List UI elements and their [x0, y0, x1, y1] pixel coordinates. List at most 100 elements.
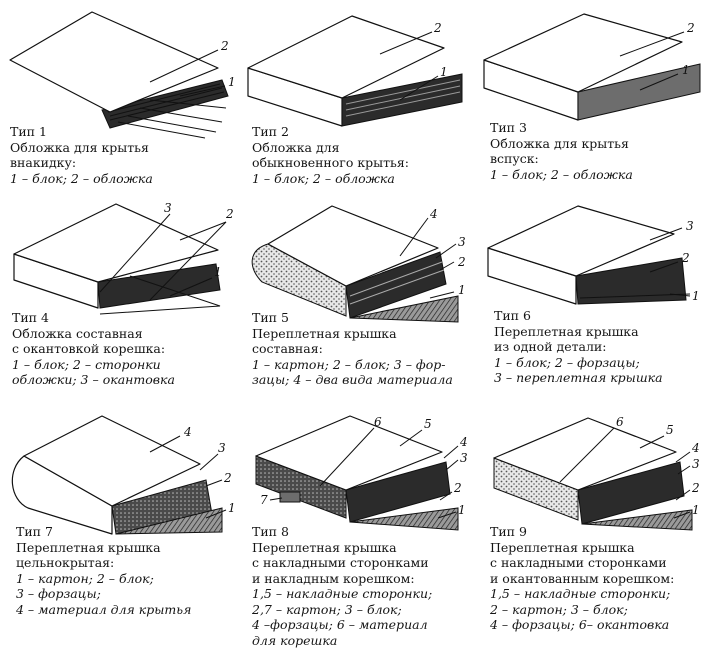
side-5	[493, 417, 677, 491]
leader-2a	[149, 221, 227, 301]
caption-line: внакидку:	[10, 155, 77, 170]
caption-legend: 3 – форзацы;	[16, 586, 101, 601]
caption-line: Переплетная крышка	[252, 325, 397, 341]
caption-line: с накладными сторонками	[490, 555, 667, 570]
figure-type-4: 3 2 1	[13, 201, 234, 315]
caption-title: Тип 1	[10, 124, 47, 139]
caption-line: составная:	[252, 341, 323, 356]
figure-type-3: 2 1	[483, 13, 701, 121]
leader-3	[99, 213, 171, 293]
side-5	[255, 415, 443, 491]
board-2	[581, 509, 693, 531]
open-cover	[99, 275, 221, 315]
callout-3: 3	[458, 235, 466, 249]
caption-line: с окантовкой корешка:	[12, 341, 166, 356]
cover-sides-2	[13, 203, 219, 283]
leader-2	[379, 31, 433, 55]
caption-legend: 1,5 – накладные сторонки;	[252, 586, 433, 601]
caption-line: Обложка для крытья	[10, 139, 149, 155]
callout-2: 2	[453, 481, 462, 495]
leader-2	[205, 479, 223, 487]
callout-6: 6	[374, 415, 382, 429]
caption-line: Переплетная крышка	[16, 539, 161, 555]
leader-2b	[179, 221, 227, 241]
callout-2: 2	[457, 255, 466, 269]
callout-5: 5	[424, 417, 432, 431]
leader-3	[435, 243, 457, 259]
leader-4	[443, 445, 459, 459]
callout-1: 1	[458, 283, 466, 297]
leader-4	[675, 451, 691, 463]
caption-line: с накладными сторонками	[252, 555, 429, 570]
cover-2	[247, 15, 445, 99]
leader-4	[149, 435, 181, 453]
caption-type-6: Тип 6 Переплетная крышка из одной детали…	[494, 308, 663, 386]
caption-title: Тип 4	[12, 310, 49, 325]
caption-legend: 1 – блок; 2 – сторонки	[12, 356, 161, 372]
leader-1	[669, 293, 691, 297]
callout-1: 1	[692, 289, 700, 303]
leader-2	[149, 49, 219, 83]
loose-pages	[117, 99, 227, 139]
caption-legend: обложки; 3 – окантовка	[12, 372, 175, 387]
leader-3	[649, 227, 683, 241]
caption-legend: зацы; 4 – два вида материала	[252, 372, 453, 387]
leader-1	[179, 85, 226, 97]
caption-legend: 4 – материал для крытья	[16, 601, 192, 617]
figure-type-2: 2 1	[247, 15, 463, 127]
leader-1	[437, 511, 457, 519]
caption-legend: 1,5 – накладные сторонки;	[490, 586, 671, 601]
callout-6: 6	[616, 415, 624, 429]
leader-1	[399, 75, 439, 101]
leader-2	[649, 261, 679, 273]
leader-3	[199, 453, 219, 471]
spine-cover-4	[11, 455, 113, 535]
caption-line: и накладным корешком:	[252, 570, 415, 586]
callout-4: 4	[691, 441, 700, 455]
caption-legend: 1 – картон; 2 – блок; 3 – фор-	[252, 356, 446, 372]
caption-title: Тип 6	[494, 308, 531, 323]
caption-type-9: Тип 9 Переплетная крышка с накладными ст…	[490, 524, 674, 633]
board-2	[349, 507, 459, 531]
caption-line: Переплетная крышка	[252, 539, 397, 555]
caption-legend: 4 – форзацы; 6– окантовка	[490, 617, 670, 632]
caption-line: и окантованным корешком:	[490, 570, 675, 586]
cover-material-4	[23, 415, 201, 507]
caption-legend: 1 – блок; 2 – форзацы;	[494, 354, 640, 370]
caption-title: Тип 3	[490, 120, 527, 135]
callout-2: 2	[223, 471, 232, 485]
callout-2: 2	[681, 251, 690, 265]
leader-1	[673, 511, 691, 519]
leader-2	[439, 491, 453, 501]
callout-5: 5	[666, 423, 674, 437]
block-3	[345, 461, 451, 523]
leader-1	[639, 73, 679, 91]
leader-6	[559, 427, 615, 483]
callout-3: 3	[686, 219, 694, 233]
caption-line: Переплетная крышка	[494, 323, 639, 339]
board-7	[279, 491, 301, 503]
callout-4: 4	[459, 435, 468, 449]
callout-1: 1	[692, 503, 700, 517]
leader-2	[439, 261, 455, 271]
caption-legend: 2,7 – картон; 3 – блок;	[252, 601, 402, 617]
caption-type-4: Тип 4 Обложка составная с окантовкой кор…	[12, 310, 175, 388]
spine-material-4	[251, 243, 347, 317]
caption-title: Тип 8	[252, 524, 289, 539]
book-block-1	[341, 73, 463, 127]
cover-3	[487, 205, 675, 277]
caption-line: Обложка для	[252, 139, 340, 155]
caption-legend: 1 – блок; 2 – обложка	[252, 170, 395, 186]
caption-type-5: Тип 5 Переплетная крышка составная: 1 – …	[252, 310, 453, 388]
caption-legend: 3 – переплетная крышка	[494, 370, 663, 385]
leader-5	[639, 435, 665, 449]
figure-type-6: 3 2 1	[487, 205, 700, 305]
figure-type-9: 6 5 4 3 2 1	[493, 415, 700, 531]
caption-line: обыкновенного крытья:	[252, 155, 409, 170]
figure-type-8: 6 5 4 3 2 1 7	[255, 415, 468, 531]
caption-line: Переплетная крышка	[490, 539, 635, 555]
leader-3	[677, 465, 691, 475]
caption-type-8: Тип 8 Переплетная крышка с накладными ст…	[252, 524, 432, 648]
callout-2: 2	[225, 207, 234, 221]
